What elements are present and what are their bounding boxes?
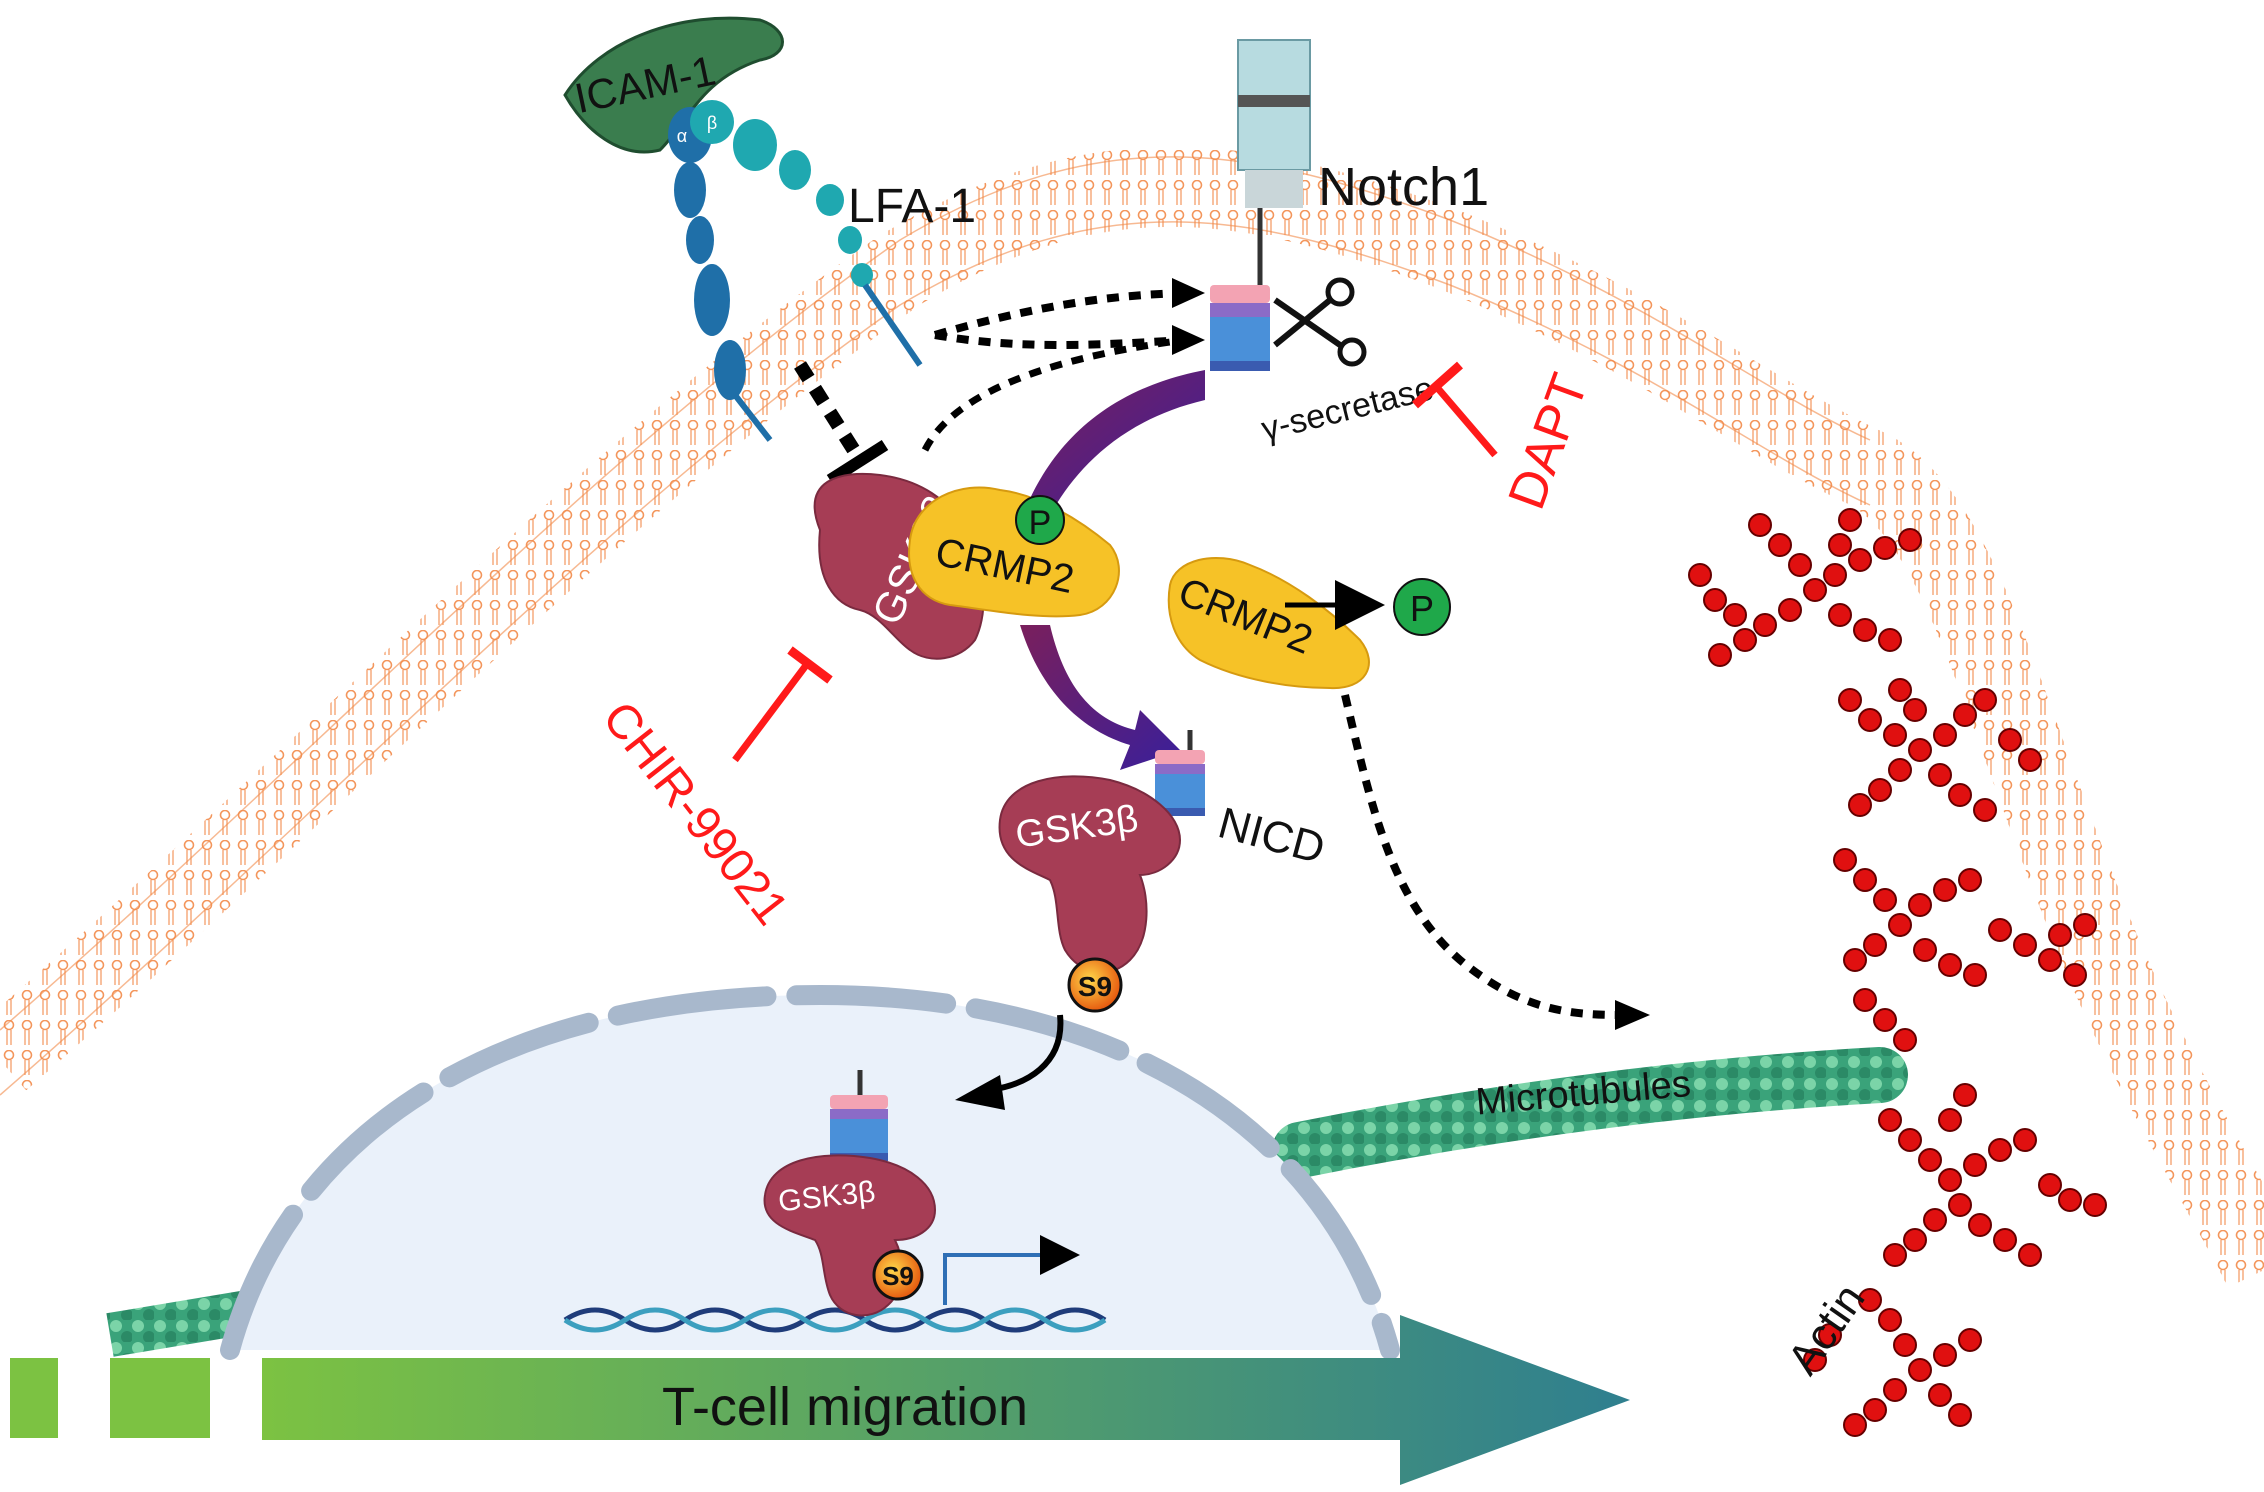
phospho-bound-label: P xyxy=(1029,504,1052,542)
s9-label-1: S9 xyxy=(1078,971,1112,1002)
dna-helix xyxy=(563,1307,1107,1333)
phospho-free-label: P xyxy=(1410,588,1434,629)
nicd-label: NICD xyxy=(1213,798,1330,873)
migration-label: T-cell migration xyxy=(662,1377,1028,1437)
notch-to-crmp-purple-arrow xyxy=(1025,370,1205,515)
icam1-ligand xyxy=(563,16,784,154)
migration-arrow xyxy=(10,1315,1630,1485)
arrowhead-3 xyxy=(1615,1000,1650,1030)
crmp-to-microtubules-arrow xyxy=(1341,694,1621,1019)
integrin-alpha-label: α xyxy=(677,126,687,146)
dapt-inhibitor-bar xyxy=(1412,361,1498,458)
activation-arrow-1 xyxy=(933,289,1186,339)
phospho-free-icon xyxy=(1393,578,1451,636)
gsk3b-nicd-complex xyxy=(998,775,1182,974)
cell-membrane xyxy=(0,146,2264,1288)
integrin-beta-label: β xyxy=(707,113,717,133)
dapt-label: DAPT xyxy=(1498,366,1600,516)
arrowhead-1 xyxy=(1172,278,1205,308)
arrowhead-4 xyxy=(955,1075,1005,1110)
scissors-icon xyxy=(1273,277,1367,367)
gsk-to-notch-arrow xyxy=(921,336,1186,452)
actin-label: Actin xyxy=(1778,1275,1874,1383)
transcription-start-arrow xyxy=(943,1235,1080,1305)
crmp-to-nicd-purple-arrow xyxy=(1020,625,1180,770)
lfa1-inhibits-gsk-bar xyxy=(794,361,889,486)
lfa1-label: LFA-1 xyxy=(848,180,976,233)
chir-label: CHIR-99021 xyxy=(592,692,798,935)
gamma-secretase-label: γ-secretase xyxy=(1258,369,1438,448)
s9-icon-2 xyxy=(872,1249,924,1301)
chir-inhibitor-bar xyxy=(732,646,833,763)
actin-filaments xyxy=(1688,508,2107,1437)
phospho-bound-icon xyxy=(1015,495,1065,545)
arrowhead-2 xyxy=(1172,325,1205,355)
s9-icon-1 xyxy=(1067,957,1123,1013)
notch1-receptor xyxy=(1210,39,1311,371)
crmp2-free xyxy=(1167,557,1370,690)
notch1-label: Notch1 xyxy=(1318,157,1489,217)
nicd-fragment xyxy=(1155,730,1205,816)
s9-label-2: S9 xyxy=(882,1261,914,1291)
lfa1-integrin xyxy=(668,100,923,442)
crmp2-bound xyxy=(908,486,1120,618)
activation-arrow-2 xyxy=(934,331,1186,349)
